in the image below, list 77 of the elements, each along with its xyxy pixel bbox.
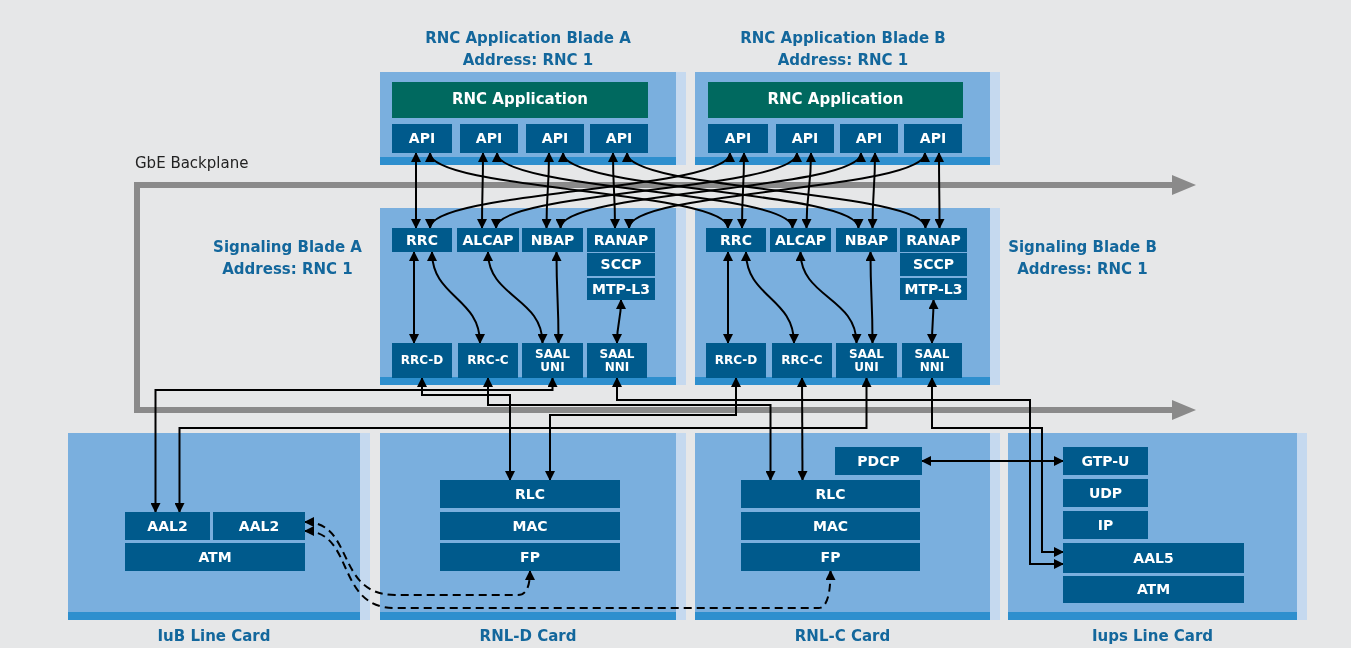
protocol-box: NBAP bbox=[836, 228, 897, 252]
panel-title: RNC Application Blade A Address: RNC 1 bbox=[424, 28, 632, 71]
protocol-box: FP bbox=[440, 543, 620, 571]
arrow bbox=[304, 527, 836, 609]
arrow bbox=[927, 299, 939, 344]
application-box: RNC Application bbox=[708, 82, 963, 118]
arrow bbox=[612, 377, 1064, 569]
protocol-box: AAL5 bbox=[1063, 543, 1244, 573]
protocol-box: MTP-L3 bbox=[587, 278, 655, 300]
arrow bbox=[409, 251, 419, 344]
protocol-box: ATM bbox=[1063, 576, 1244, 603]
protocol-box: API bbox=[526, 124, 584, 153]
panel-title: IuB Line Card bbox=[156, 626, 272, 647]
arrow bbox=[411, 152, 421, 229]
panel-title: Signaling Blade A Address: RNC 1 bbox=[212, 237, 363, 280]
protocol-box: UDP bbox=[1063, 479, 1148, 507]
backplane-label: GbE Backplane bbox=[135, 154, 249, 172]
arrow bbox=[427, 251, 485, 344]
protocol-box: ATM bbox=[125, 543, 305, 571]
arrow bbox=[174, 377, 872, 513]
protocol-box: MTP-L3 bbox=[900, 278, 967, 300]
protocol-box: MAC bbox=[440, 512, 620, 540]
protocol-box: API bbox=[776, 124, 834, 153]
protocol-box: ALCAP bbox=[770, 228, 831, 252]
protocol-box: RRC-D bbox=[392, 343, 452, 378]
arrow bbox=[921, 456, 1064, 466]
arrow bbox=[723, 251, 733, 344]
protocol-box: RRC bbox=[392, 228, 452, 252]
protocol-box: MAC bbox=[741, 512, 920, 540]
protocol-box: API bbox=[392, 124, 452, 153]
protocol-box: API bbox=[590, 124, 648, 153]
arrow bbox=[796, 251, 861, 344]
protocol-box: API bbox=[840, 124, 898, 153]
panel-title: RNL-D Card bbox=[478, 626, 578, 647]
arrow bbox=[797, 377, 808, 481]
arrow bbox=[612, 299, 626, 344]
arrow bbox=[551, 251, 564, 344]
protocol-box: RLC bbox=[440, 480, 620, 508]
protocol-box: AAL2 bbox=[125, 512, 210, 540]
protocol-box: SAAL NNI bbox=[587, 343, 647, 378]
protocol-box: SCCP bbox=[587, 253, 655, 276]
protocol-box: RANAP bbox=[900, 228, 967, 252]
arrow bbox=[934, 152, 945, 229]
arrow bbox=[865, 251, 878, 344]
protocol-box: ALCAP bbox=[457, 228, 519, 252]
protocol-box: RRC-C bbox=[772, 343, 832, 378]
arrow bbox=[927, 377, 1064, 557]
protocol-box: RRC bbox=[706, 228, 766, 252]
panel-title: Signaling Blade B Address: RNC 1 bbox=[1007, 237, 1158, 280]
protocol-box: API bbox=[460, 124, 518, 153]
arrow bbox=[741, 251, 799, 344]
protocol-box: SAAL UNI bbox=[836, 343, 897, 378]
protocol-box: API bbox=[904, 124, 962, 153]
protocol-box: SAAL UNI bbox=[522, 343, 583, 378]
arrow bbox=[417, 377, 515, 481]
arrow bbox=[483, 377, 776, 481]
protocol-box: SAAL NNI bbox=[902, 343, 962, 378]
protocol-box: RRC-D bbox=[706, 343, 766, 378]
protocol-box: PDCP bbox=[835, 447, 922, 475]
panel-title: RNL-C Card bbox=[793, 626, 892, 647]
application-box: RNC Application bbox=[392, 82, 648, 118]
arrow bbox=[150, 377, 558, 513]
arrow bbox=[545, 377, 741, 481]
arrow bbox=[304, 518, 535, 596]
protocol-box: AAL2 bbox=[213, 512, 305, 540]
protocol-box: RLC bbox=[741, 480, 920, 508]
protocol-box: SCCP bbox=[900, 253, 967, 276]
protocol-box: RRC-C bbox=[458, 343, 518, 378]
protocol-box: GTP-U bbox=[1063, 447, 1148, 475]
panel-title: Iups Line Card bbox=[1090, 626, 1215, 647]
protocol-box: FP bbox=[741, 543, 920, 571]
protocol-box: API bbox=[708, 124, 768, 153]
panel-title: RNC Application Blade B Address: RNC 1 bbox=[739, 28, 947, 71]
arrow bbox=[483, 251, 547, 344]
protocol-box: NBAP bbox=[522, 228, 583, 252]
protocol-box: IP bbox=[1063, 511, 1148, 539]
protocol-box: RANAP bbox=[587, 228, 655, 252]
